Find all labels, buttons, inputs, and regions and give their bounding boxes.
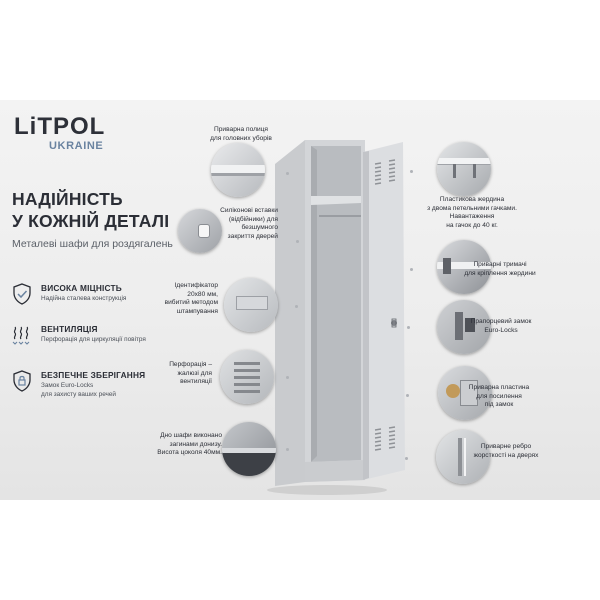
feature-title: БЕЗПЕЧНЕ ЗБЕРІГАННЯ <box>41 370 146 380</box>
callout-line: Euro-Locks <box>484 326 518 334</box>
callout-line: Приварні тримачі <box>473 261 527 268</box>
callout-line: з двома петельними гачками. <box>427 204 517 212</box>
connector-dot <box>295 305 298 308</box>
feature-security: БЕЗПЕЧНЕ ЗБЕРІГАННЯ Замок Euro-Locks для… <box>12 370 182 402</box>
callout-line: Приварна пластина <box>468 384 530 391</box>
callout-line: (відбійники) для <box>228 215 278 223</box>
callout-line: 20х80 мм, <box>187 290 218 298</box>
callout-line: вентиляції <box>180 378 212 386</box>
callout-line: Приварна полиця <box>214 126 268 133</box>
door-vents-top <box>374 159 396 185</box>
detail-rod-holders <box>437 240 491 294</box>
detail-flag-lock <box>437 300 491 354</box>
cabinet-interior <box>311 146 361 462</box>
detail-plastic-rod <box>437 142 491 196</box>
callout-line: для головних уборів <box>210 134 272 142</box>
callout-line: Дно шафи виконано <box>160 432 222 439</box>
detail-identifier <box>224 278 278 332</box>
connector-dot <box>286 448 289 451</box>
shield-lock-icon <box>13 370 31 392</box>
callout-rod-holders: Приварні тримачі для кріплення жердини <box>440 261 560 278</box>
locker-illustration <box>267 140 405 495</box>
logo-subtitle: UKRAINE <box>49 140 104 152</box>
callout-line: Ідентифікатор <box>174 282 218 289</box>
detail-hat-shelf <box>211 143 265 197</box>
callout-line: Приварне ребро <box>480 443 532 450</box>
logo-wordmark: LiTPOL <box>14 113 106 140</box>
hero-title: НАДІЙНІСТЬ У КОЖНІЙ ДЕТАЛІ <box>12 188 169 232</box>
product-banner: LiTPOL UKRAINE НАДІЙНІСТЬ У КОЖНІЙ ДЕТАЛ… <box>0 100 600 500</box>
connector-dot <box>410 170 413 173</box>
callout-line: Висота цоколя 40мм. <box>157 449 222 457</box>
callout-line: закриття дверей <box>227 232 278 240</box>
callout-flag-lock: Прапорцевий замок Euro-Locks <box>446 318 556 335</box>
hat-shelf <box>311 196 361 205</box>
detail-silicone-bumpers <box>178 209 222 253</box>
callout-line: вибитий методом <box>164 299 218 307</box>
callout-line: штампування <box>176 307 218 315</box>
callout-identifier: Ідентифікатор 20х80 мм, вибитий методом … <box>156 282 218 316</box>
hero-title-line1: НАДІЙНІСТЬ <box>12 189 123 209</box>
cabinet-plinth <box>305 460 365 482</box>
connector-dot <box>296 240 299 243</box>
feature-strength: ВИСОКА МІЦНІСТЬ Надійна сталева конструк… <box>12 283 182 307</box>
feature-desc: Перфорація для циркуляції повітря <box>41 336 146 343</box>
ventilation-icon <box>12 326 30 345</box>
cabinet-door <box>363 142 405 480</box>
callout-line: жалюзі для <box>177 369 212 377</box>
callout-line: для посилення <box>476 392 522 400</box>
callout-line: під замок <box>484 401 514 409</box>
connector-dot <box>286 172 289 175</box>
callout-silicone-bumpers: Силіконові вставки (відбійники) для безш… <box>210 207 278 241</box>
detail-perforation <box>220 350 274 404</box>
callout-line: Перфорація – <box>169 361 212 368</box>
callout-line: Силіконові вставки <box>220 207 278 214</box>
callout-plastic-rod: Пластикова жердина з двома петельними га… <box>412 196 532 230</box>
detail-stiffening-rib <box>436 430 490 484</box>
connector-dot <box>405 457 408 460</box>
callout-line: Прапорцевий замок <box>470 318 532 325</box>
brand-logo: LiTPOL UKRAINE <box>14 113 106 153</box>
door-lock <box>391 320 397 326</box>
callout-line: жорсткості на дверях <box>473 451 539 459</box>
door-vents-bottom <box>374 426 396 451</box>
callout-perforation: Перфорація – жалюзі для вентиляції <box>160 361 212 387</box>
connector-dot <box>407 326 410 329</box>
connector-dot <box>410 268 413 271</box>
callout-bottom: Дно шафи виконано загинами донизу. Висот… <box>150 432 222 458</box>
detail-bottom <box>222 422 276 476</box>
callout-line: на гачок до 40 кг. <box>446 221 498 229</box>
floor-shadow <box>267 485 387 495</box>
hero-title-line2: У КОЖНІЙ ДЕТАЛІ <box>12 211 170 231</box>
feature-ventilation: ВЕНТИЛЯЦІЯ Перфорація для циркуляції пов… <box>12 324 182 348</box>
callout-line: безшумного <box>241 224 278 232</box>
callout-stiffening-rib: Приварне ребро жорсткості на дверях <box>446 443 566 460</box>
callout-lock-plate: Приварна пластина для посилення під замо… <box>444 384 554 410</box>
feature-desc-line: для захисту ваших речей <box>41 390 117 398</box>
feature-desc-line: Замок Euro-Locks <box>41 382 94 389</box>
feature-title: ВИСОКА МІЦНІСТЬ <box>41 283 122 293</box>
feature-desc: Замок Euro-Locks для захисту ваших речей <box>41 382 116 399</box>
callout-line: загинами донизу. <box>169 440 222 448</box>
callout-hat-shelf: Приварна полиця для головних уборів <box>196 126 286 143</box>
cabinet-side <box>275 140 305 486</box>
feature-desc: Надійна сталева конструкція <box>41 295 127 302</box>
detail-lock-plate <box>438 366 492 420</box>
callout-line: для кріплення жердини <box>464 269 536 277</box>
shield-check-icon <box>13 283 31 305</box>
feature-title: ВЕНТИЛЯЦІЯ <box>41 324 98 334</box>
connector-dot <box>286 376 289 379</box>
callout-line: Пластикова жердина <box>439 196 505 203</box>
callout-line: Навантаження <box>449 213 495 221</box>
connector-dot <box>406 394 409 397</box>
hero-subtitle: Металеві шафи для роздягалень <box>12 238 173 250</box>
